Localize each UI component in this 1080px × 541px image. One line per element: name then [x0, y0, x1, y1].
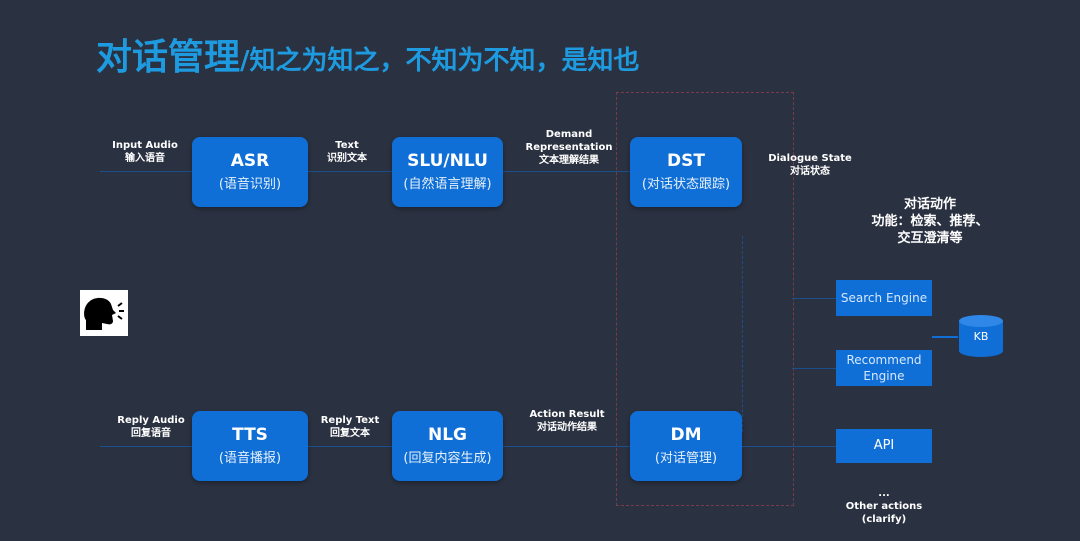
dm-subtitle: (对话管理) [654, 451, 718, 466]
dst-subtitle: (对话状态跟踪) [641, 177, 731, 192]
asr-subtitle: (语音识别) [218, 177, 282, 192]
action-result-label: Action Result 对话动作结果 [529, 409, 605, 433]
speaking-head-icon [80, 290, 128, 336]
tts-subtitle: (语音播报) [218, 451, 282, 466]
text-label: Text 识别文本 [327, 140, 367, 164]
tts-box: TTS (语音播报) [192, 411, 308, 481]
dm-name: DM [670, 425, 702, 445]
slu-name: SLU/NLU [407, 151, 488, 171]
connector-tts-nlg [308, 446, 392, 447]
connector-asr-slu [308, 171, 392, 172]
nlg-box: NLG (回复内容生成) [392, 411, 503, 481]
dm-vertical-connector [742, 236, 743, 432]
asr-box: ASR (语音识别) [192, 137, 308, 207]
connector-reply [100, 446, 192, 447]
kb-label: KB [973, 330, 989, 343]
connector-input [100, 171, 192, 172]
title-main: 对话管理 [96, 37, 241, 78]
dst-box: DST (对话状态跟踪) [630, 137, 742, 207]
connector-slu-dst [503, 171, 630, 172]
slu-box: SLU/NLU (自然语言理解) [392, 137, 503, 207]
page-title: 对话管理/知之为知之，不知为不知，是知也 [96, 28, 640, 80]
connector-search [792, 298, 836, 299]
reply-audio-label: Reply Audio 回复语音 [117, 415, 185, 439]
search-engine-box: Search Engine [836, 280, 932, 316]
connector-api [742, 446, 836, 447]
dm-box: DM (对话管理) [630, 411, 742, 481]
recommend-engine-box: Recommend Engine [836, 350, 932, 386]
dialogue-actions-label: 对话动作 功能：检索、推荐、 交互澄清等 [871, 197, 989, 246]
nlg-name: NLG [427, 425, 467, 445]
database-icon [959, 315, 1003, 357]
input-audio-label: Input Audio 输入语音 [112, 140, 178, 164]
dst-name: DST [667, 151, 705, 171]
dialogue-state-label: Dialogue State 对话状态 [768, 153, 852, 177]
connector-kb [932, 336, 958, 338]
tts-name: TTS [232, 425, 268, 445]
slu-subtitle: (自然语言理解) [403, 177, 492, 192]
dst-dm-dashed-region [616, 92, 794, 506]
other-actions-label: ... Other actions (clarify) [845, 488, 923, 525]
reply-text-label: Reply Text 回复文本 [320, 415, 380, 439]
title-subtitle: /知之为知之，不知为不知，是知也 [240, 46, 640, 76]
connector-recommend [792, 368, 836, 369]
asr-name: ASR [230, 151, 270, 171]
nlg-subtitle: (回复内容生成) [403, 451, 492, 466]
api-box: API [836, 429, 932, 463]
connector-nlg-dm [503, 446, 630, 447]
demand-representation-label: Demand Representation 文本理解结果 [525, 129, 613, 166]
